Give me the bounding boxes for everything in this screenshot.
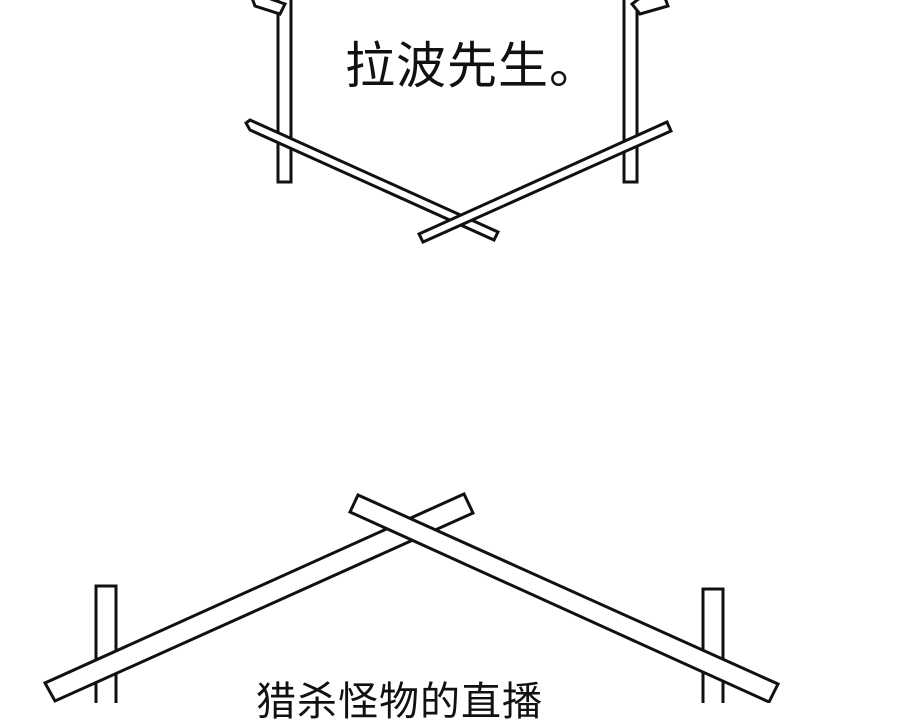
top-box-left-stub [251, 0, 288, 16]
bottom-box-left-diagonal [42, 492, 476, 703]
top-box-left-post [276, 0, 293, 184]
top-box-right-diagonal [416, 120, 673, 244]
speech-frames [42, 0, 781, 703]
bottom-box-right-diagonal [347, 493, 781, 703]
caption-top-text: 拉波先生。 [345, 37, 600, 95]
bottom-box-left-post [94, 584, 118, 703]
caption-bottom-text: 猎杀怪物的直播 [256, 679, 543, 725]
top-caption-box [244, 0, 673, 244]
top-box-right-stub [629, 0, 670, 16]
comic-panel: 拉波先生。 猎杀怪物的直播 [42, 0, 781, 725]
bottom-box-right-post [701, 587, 725, 703]
top-box-left-diagonal [244, 118, 501, 242]
top-box-right-post [622, 0, 639, 184]
bottom-caption-box [42, 492, 781, 703]
